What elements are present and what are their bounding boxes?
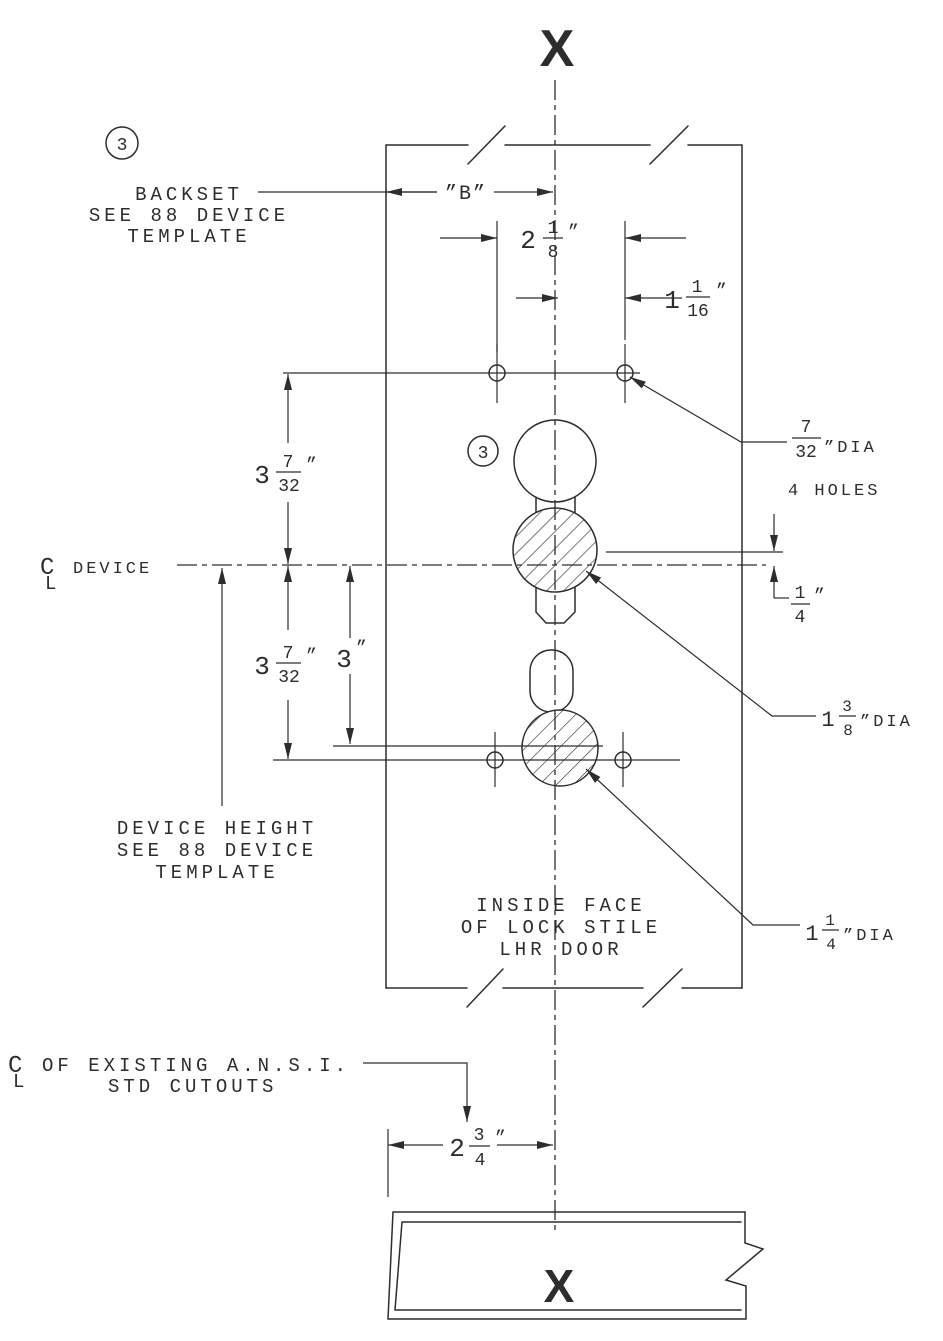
dim-1-3-8-dia-label: 1 3 8 ”DIA (821, 698, 913, 740)
balloon-circle-middle (468, 436, 498, 466)
ansi-note-line1: OF EXISTING A.N.S.I. (42, 1055, 350, 1077)
dim-2-3-4-whole: 2 (449, 1134, 465, 1164)
dim-1-1-4-suffix: ”DIA (843, 927, 896, 946)
dim-3-7-32-top-den: 32 (278, 477, 300, 497)
dim-2-3-4-den: 4 (475, 1151, 486, 1171)
dim-3-7-32-top-whole: 3 (254, 461, 270, 491)
dim-3-7-32-top-num: 7 (283, 453, 294, 473)
backset-note: BACKSET SEE 88 DEVICE TEMPLATE (89, 184, 289, 248)
dim-2-3-4-label: 2 3 4 ” (449, 1126, 506, 1171)
ansi-cl-symbol-l: L (13, 1071, 24, 1093)
leader-7-32-dia (630, 377, 787, 442)
balloon-middle-number: 3 (478, 444, 489, 464)
dim-1-1-4-whole: 1 (805, 922, 818, 947)
dim-3-7-32-bot-den: 32 (278, 668, 300, 688)
bottom-hole-left (487, 752, 503, 768)
dim-2-1-8-unit: ” (568, 223, 579, 243)
dim-1-1-4-num: 1 (825, 912, 835, 930)
balloons: 3 3 (106, 127, 498, 466)
inside-face-note: INSIDE FACE OF LOCK STILE LHR DOOR (461, 895, 661, 961)
ansi-note-line2: STD CUTOUTS (108, 1076, 277, 1098)
device-height-line3: TEMPLATE (155, 862, 278, 884)
inside-face-line2: OF LOCK STILE (461, 917, 661, 939)
dim-1-3-8-suffix: ”DIA (860, 713, 913, 732)
backset-note-line2: SEE 88 DEVICE (89, 205, 289, 227)
dim-1-3-8-num: 3 (842, 698, 852, 716)
dim-3-7-32-bot-whole: 3 (254, 652, 270, 682)
cl-device-symbol-c: C (40, 555, 54, 582)
cl-device-text: DEVICE (73, 560, 152, 579)
dim-1-3-8-den: 8 (843, 722, 853, 740)
obround-slot-cutout (530, 650, 573, 712)
dim-1-1-4-den: 4 (826, 936, 836, 954)
top-hole-left (489, 365, 505, 381)
dim-3-7-32-top-label: 3 7 32 ” (254, 453, 317, 497)
section-outer-outline (388, 1212, 763, 1319)
labels: X X BACKSET SEE 88 DEVICE TEMPLATE ”B” 2… (8, 20, 913, 1312)
dim-1-4-label: 1 4 ” (791, 584, 825, 628)
backset-note-line3: TEMPLATE (127, 226, 250, 248)
top-hole-right (617, 365, 633, 381)
ansi-cl-symbol-c: C (8, 1053, 22, 1080)
dim-7-32-den: 32 (795, 443, 817, 463)
backset-note-line1: BACKSET (135, 184, 243, 206)
dim-2-3-4-num: 3 (474, 1126, 485, 1146)
dim-2-1-8-label: 2 1 8 ” (520, 219, 579, 263)
dim-7-32-dia-label: 7 32 ”DIA 4 HOLES (788, 418, 880, 501)
balloon-circle-top (106, 127, 138, 159)
ansi-cutouts-note: C L OF EXISTING A.N.S.I. STD CUTOUTS (8, 1053, 350, 1098)
dim-7-32-suffix: ”DIA (824, 439, 877, 458)
dim-1-1-4-dia-label: 1 1 4 ”DIA (805, 912, 896, 954)
dim-b-label: ”B” (445, 183, 487, 206)
door-front-view (386, 126, 742, 1007)
cl-device-symbol-l: L (45, 573, 56, 595)
dim-1-1-16-label: 1 1 16 ” (664, 278, 727, 322)
dim-1-1-16-whole: 1 (664, 286, 680, 316)
section-marker-top: X (540, 20, 575, 78)
dim-3-7-32-bot-num: 7 (283, 644, 294, 664)
hole-1-1-4 (522, 710, 598, 786)
inside-face-line3: LHR DOOR (499, 939, 622, 961)
leader-1-1-4-dia (586, 769, 800, 925)
door-top-break-lines (468, 126, 688, 164)
dim-3-label: 3 ” (336, 639, 367, 675)
dim-1-4-unit: ” (814, 587, 825, 607)
centerlines (177, 80, 766, 1235)
dim-2-1-8-den: 8 (548, 243, 559, 263)
leader-1-3-8-dia (586, 571, 816, 716)
dim-1-4-num: 1 (795, 584, 806, 604)
door-section-view (388, 1212, 763, 1319)
dim-7-32-num: 7 (801, 418, 812, 438)
inside-face-line1: INSIDE FACE (476, 895, 645, 917)
bottom-hole-right (615, 752, 631, 768)
leader-ansi-cutouts (363, 1063, 471, 1122)
dim-2-1-8-ext-lines (497, 221, 625, 352)
holes-count-note: 4 HOLES (788, 482, 880, 501)
dim-3-whole: 3 (336, 645, 352, 675)
dim-1-1-16-unit: ” (716, 282, 727, 302)
balloon-top-number: 3 (117, 136, 128, 156)
dim-1-4-den: 4 (795, 608, 806, 628)
section-marker-bottom: X (544, 1260, 575, 1312)
dim-2-1-8-whole: 2 (520, 226, 536, 256)
dim-2-1-8-num: 1 (548, 219, 559, 239)
device-height-line2: SEE 88 DEVICE (117, 840, 317, 862)
door-bottom-break-lines (467, 969, 682, 1007)
dimensions (258, 188, 789, 1197)
leaders (218, 377, 816, 1122)
cl-device-label: C L DEVICE (40, 555, 152, 595)
dim-3-7-32-bot-unit: ” (306, 647, 317, 667)
device-height-line1: DEVICE HEIGHT (117, 818, 317, 840)
dim-1-1-16-den: 16 (687, 302, 709, 322)
dim-3-unit: ” (356, 639, 367, 659)
dim-3-7-32-bot-label: 3 7 32 ” (254, 644, 317, 688)
device-height-note: DEVICE HEIGHT SEE 88 DEVICE TEMPLATE (117, 818, 317, 884)
section-inner-face-lines (395, 1222, 741, 1310)
dim-3-7-32-top-unit: ” (306, 456, 317, 476)
dim-2-3-4-unit: ” (495, 1129, 506, 1149)
dim-1-3-8-whole: 1 (821, 708, 834, 733)
dim-1-1-16-num: 1 (692, 278, 703, 298)
